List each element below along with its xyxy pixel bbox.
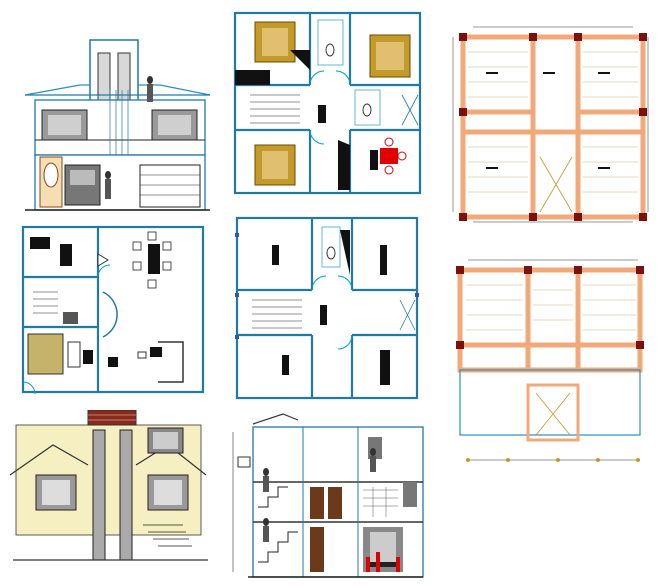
ground-floor-plan-drawing: [21, 225, 205, 395]
ground-floor-plan-panel: [18, 222, 208, 397]
front-elevation-panel: [20, 35, 215, 215]
rear-elevation-panel: [8, 410, 213, 580]
cross-section-panel: [228, 412, 426, 582]
ground-floor-column-drawing: [235, 216, 419, 400]
ground-floor-structure-panel: [448, 255, 653, 465]
first-floor-plan-drawing: [233, 11, 422, 195]
first-floor-structure-drawing: [452, 26, 649, 223]
first-floor-structure-panel: [448, 22, 653, 227]
ground-floor-column-panel: [232, 215, 422, 400]
rear-elevation-drawing: [9, 410, 208, 561]
first-floor-plan-panel: [230, 10, 425, 195]
ground-floor-structure-drawing: [456, 259, 644, 462]
cross-section-drawing: [232, 413, 424, 578]
front-elevation-drawing: [24, 39, 211, 211]
